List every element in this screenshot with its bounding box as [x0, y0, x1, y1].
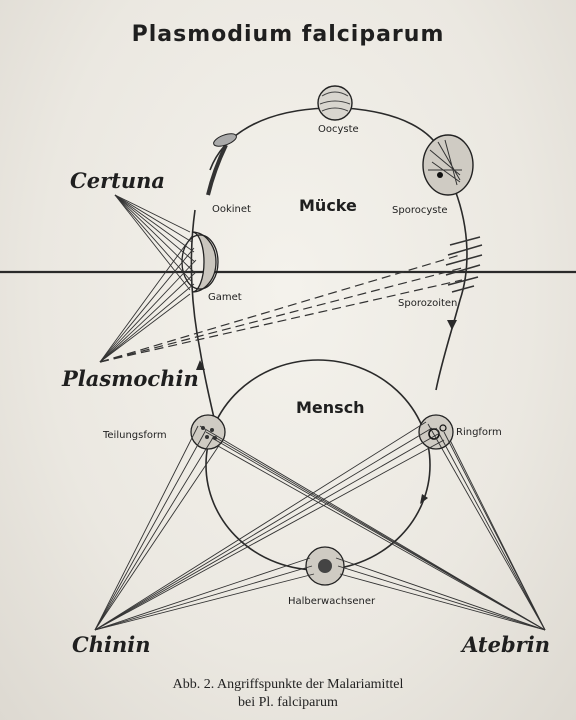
drug-label-plasmochin: Plasmochin — [62, 366, 199, 391]
human-cycle-circle — [206, 360, 430, 570]
zone-label-muecke: Mücke — [299, 196, 357, 215]
arrowhead — [447, 320, 457, 330]
drug-label-chinin: Chinin — [72, 632, 150, 657]
caption-line-1: Abb. 2. Angriffspunkte der Malariamittel — [0, 676, 576, 694]
mosquito-cycle-arc-right — [436, 190, 467, 390]
caption-line-2: bei Pl. falciparum — [0, 694, 576, 712]
stage-label-gamet: Gamet — [208, 292, 242, 303]
oocyste-cell — [318, 86, 352, 120]
drug-label-certuna: Certuna — [70, 168, 165, 193]
stage-label-sporozoiten: Sporozoiten — [398, 298, 457, 309]
arrowhead — [420, 494, 428, 504]
sporocyste-cell — [423, 135, 473, 195]
stage-label-oocyste: Oocyste — [318, 124, 359, 135]
stage-label-teilungsform: Teilungsform — [103, 430, 167, 441]
stage-label-halberwachsener: Halberwachsener — [288, 596, 375, 607]
diagram-title: Plasmodium falciparum — [0, 22, 576, 47]
gamet-cell — [182, 232, 218, 292]
zone-label-mensch: Mensch — [296, 398, 365, 417]
drug-label-atebrin: Atebrin — [462, 632, 550, 657]
chinin-rays — [95, 422, 444, 630]
teilungsform-cell — [191, 415, 225, 449]
stage-label-ringform: Ringform — [456, 427, 502, 438]
certuna-rays — [115, 195, 195, 290]
stage-label-sporocyste: Sporocyste — [392, 205, 448, 216]
stage-label-ookinet: Ookinet — [212, 204, 251, 215]
plasmochin-rays — [100, 236, 196, 362]
figure-caption: Abb. 2. Angriffspunkte der Malariamittel… — [0, 676, 576, 712]
